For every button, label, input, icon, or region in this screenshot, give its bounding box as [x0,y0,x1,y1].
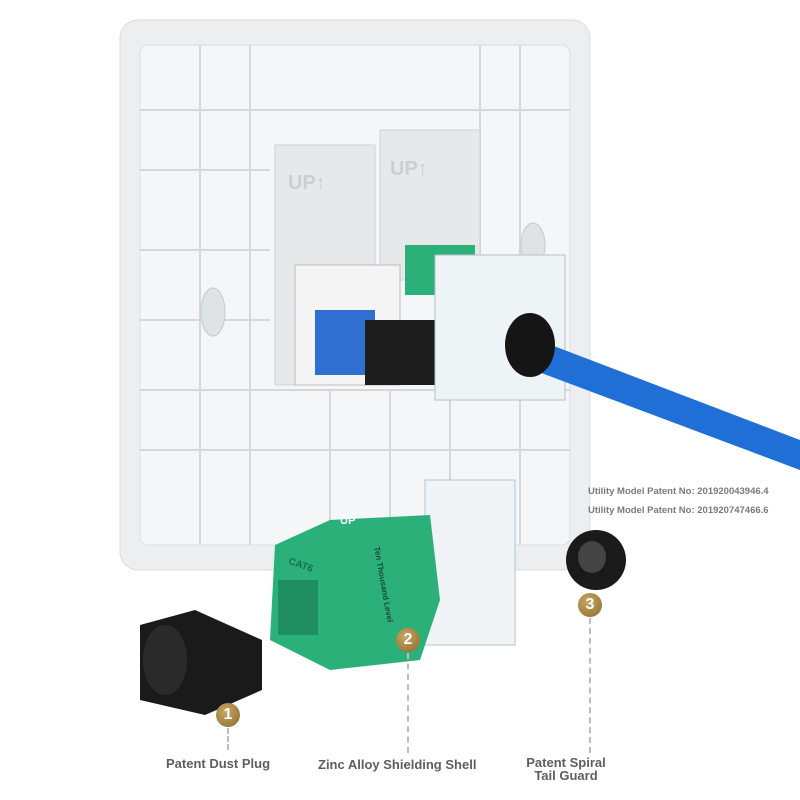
label-tail-guard: Patent Spiral Tail Guard [516,756,616,782]
callout-line-1 [227,728,229,750]
label-shielding-shell: Zinc Alloy Shielding Shell [318,757,477,772]
patent-number-2: Utility Model Patent No: 201920747466.6 [588,505,769,516]
callout-line-2 [407,653,409,753]
network-cable [520,335,800,470]
plate-grid [140,45,570,545]
label-tail-guard-line2: Tail Guard [534,768,598,783]
patent-number-1: Utility Model Patent No: 201920043946.4 [588,486,769,497]
keystone-module-shell [424,479,516,646]
tail-guard-hole [578,541,606,573]
black-insert [365,320,440,385]
label-tail-guard-line1: Patent Spiral [526,755,606,770]
callout-badge-1: 1 [216,703,240,727]
plate-up-label-right: UP↑ [390,158,428,180]
plate-up-label-left: UP↑ [288,172,326,194]
callout-badge-2: 2 [396,628,420,652]
module-up-label: UP [340,515,356,527]
label-dust-plug: Patent Dust Plug [166,756,271,771]
callout-line-3 [589,618,591,753]
cable-boot [505,313,555,377]
callout-badge-3: 3 [578,593,602,617]
keystone-port [278,580,318,635]
screw-hole-left [200,287,226,337]
dust-plug-face [143,625,187,695]
